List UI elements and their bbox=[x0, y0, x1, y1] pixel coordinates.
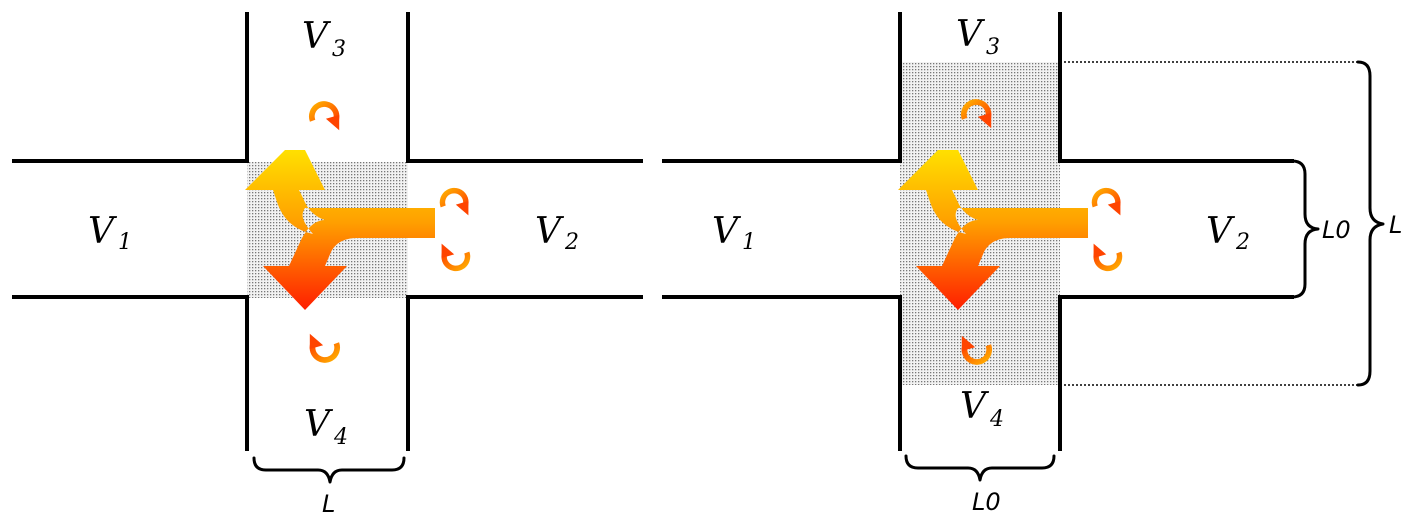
width-brace bbox=[252, 456, 406, 484]
vortex-icon bbox=[312, 104, 339, 130]
width-label: L0 bbox=[972, 488, 1001, 516]
vortex-icon bbox=[442, 244, 468, 269]
width-brace bbox=[904, 454, 1056, 482]
vortex-icon bbox=[442, 191, 468, 216]
vortex-icon bbox=[1094, 191, 1120, 216]
inner-side-label: L0 bbox=[1322, 216, 1351, 244]
outer-side-brace bbox=[1356, 60, 1385, 387]
inner-side-brace bbox=[1290, 159, 1320, 299]
vortex-icon bbox=[310, 334, 337, 360]
vortex-icon bbox=[1094, 244, 1120, 269]
width-label: L bbox=[322, 490, 335, 518]
outer-side-label: L bbox=[1389, 211, 1402, 239]
